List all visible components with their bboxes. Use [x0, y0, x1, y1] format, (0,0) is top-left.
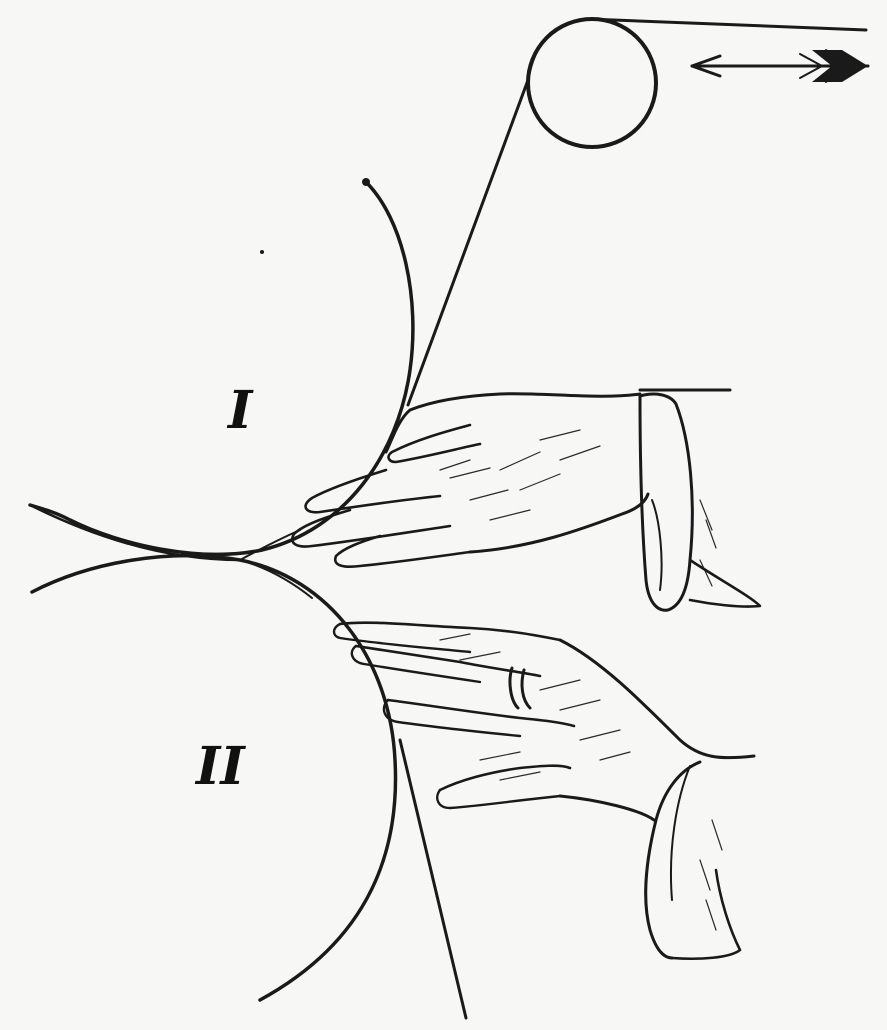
arrow-left-icon: [692, 50, 868, 82]
roller-1: [30, 178, 413, 554]
roller-2-label: II: [194, 736, 246, 797]
upper-hand-icon: [292, 390, 760, 610]
material-strip: [400, 19, 866, 1018]
roller-1-label: I: [226, 380, 254, 441]
